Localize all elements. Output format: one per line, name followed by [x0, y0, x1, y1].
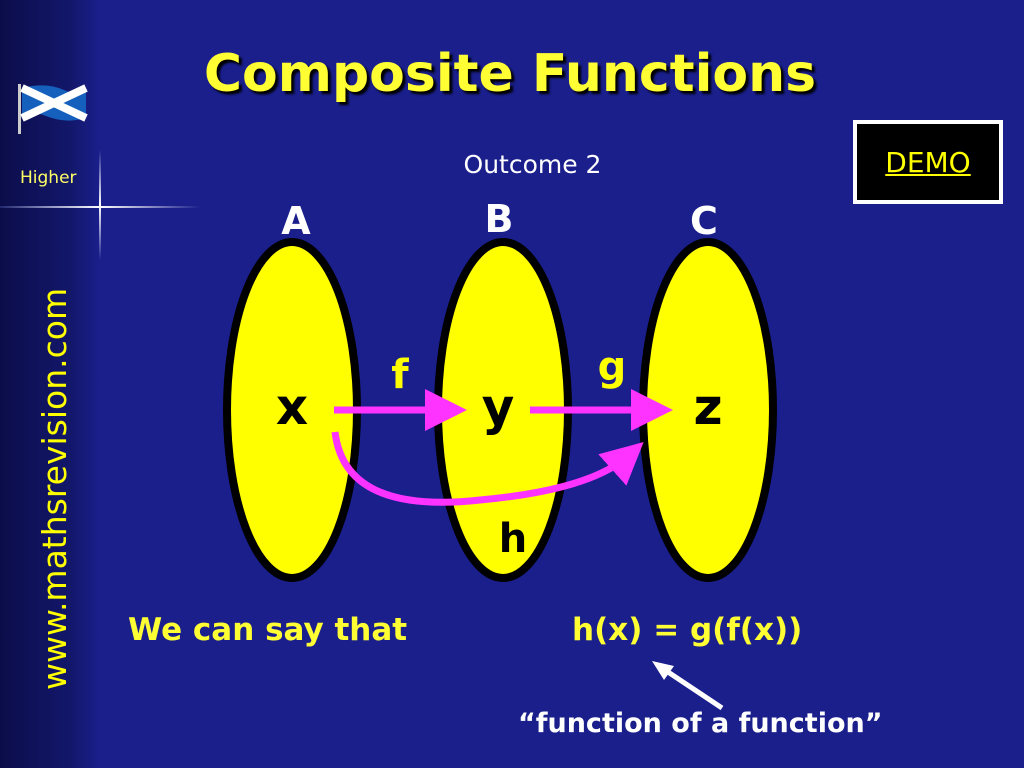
annotation-pointer-arrow: [660, 665, 724, 711]
arrow-f-label: f: [391, 352, 409, 398]
outcome-subtitle: Outcome 2: [463, 150, 602, 179]
demo-button[interactable]: DEMO: [853, 120, 1003, 204]
element-y: y: [482, 378, 515, 436]
statement-text: We can say that: [128, 612, 408, 648]
sidebar: [0, 0, 100, 768]
course-level-label: Higher: [20, 168, 77, 188]
annotation-pointer-arrowhead: [652, 661, 674, 680]
set-c-label: C: [690, 199, 718, 243]
composite-formula: h(x) = g(f(x)): [572, 612, 803, 648]
saltire-flag-icon: [18, 84, 88, 134]
element-x: x: [276, 378, 308, 436]
set-a-label: A: [281, 199, 311, 243]
set-b-label: B: [485, 197, 514, 241]
arrow-g-label: g: [598, 344, 627, 390]
arrow-h: [331, 431, 644, 506]
element-z: z: [693, 378, 722, 436]
function-of-function-note: “function of a function”: [518, 708, 883, 739]
demo-button-label: DEMO: [885, 145, 971, 179]
page-title: Composite Functions: [203, 44, 817, 104]
arrow-h-label: h: [499, 516, 527, 562]
divider-vertical: [99, 150, 101, 260]
